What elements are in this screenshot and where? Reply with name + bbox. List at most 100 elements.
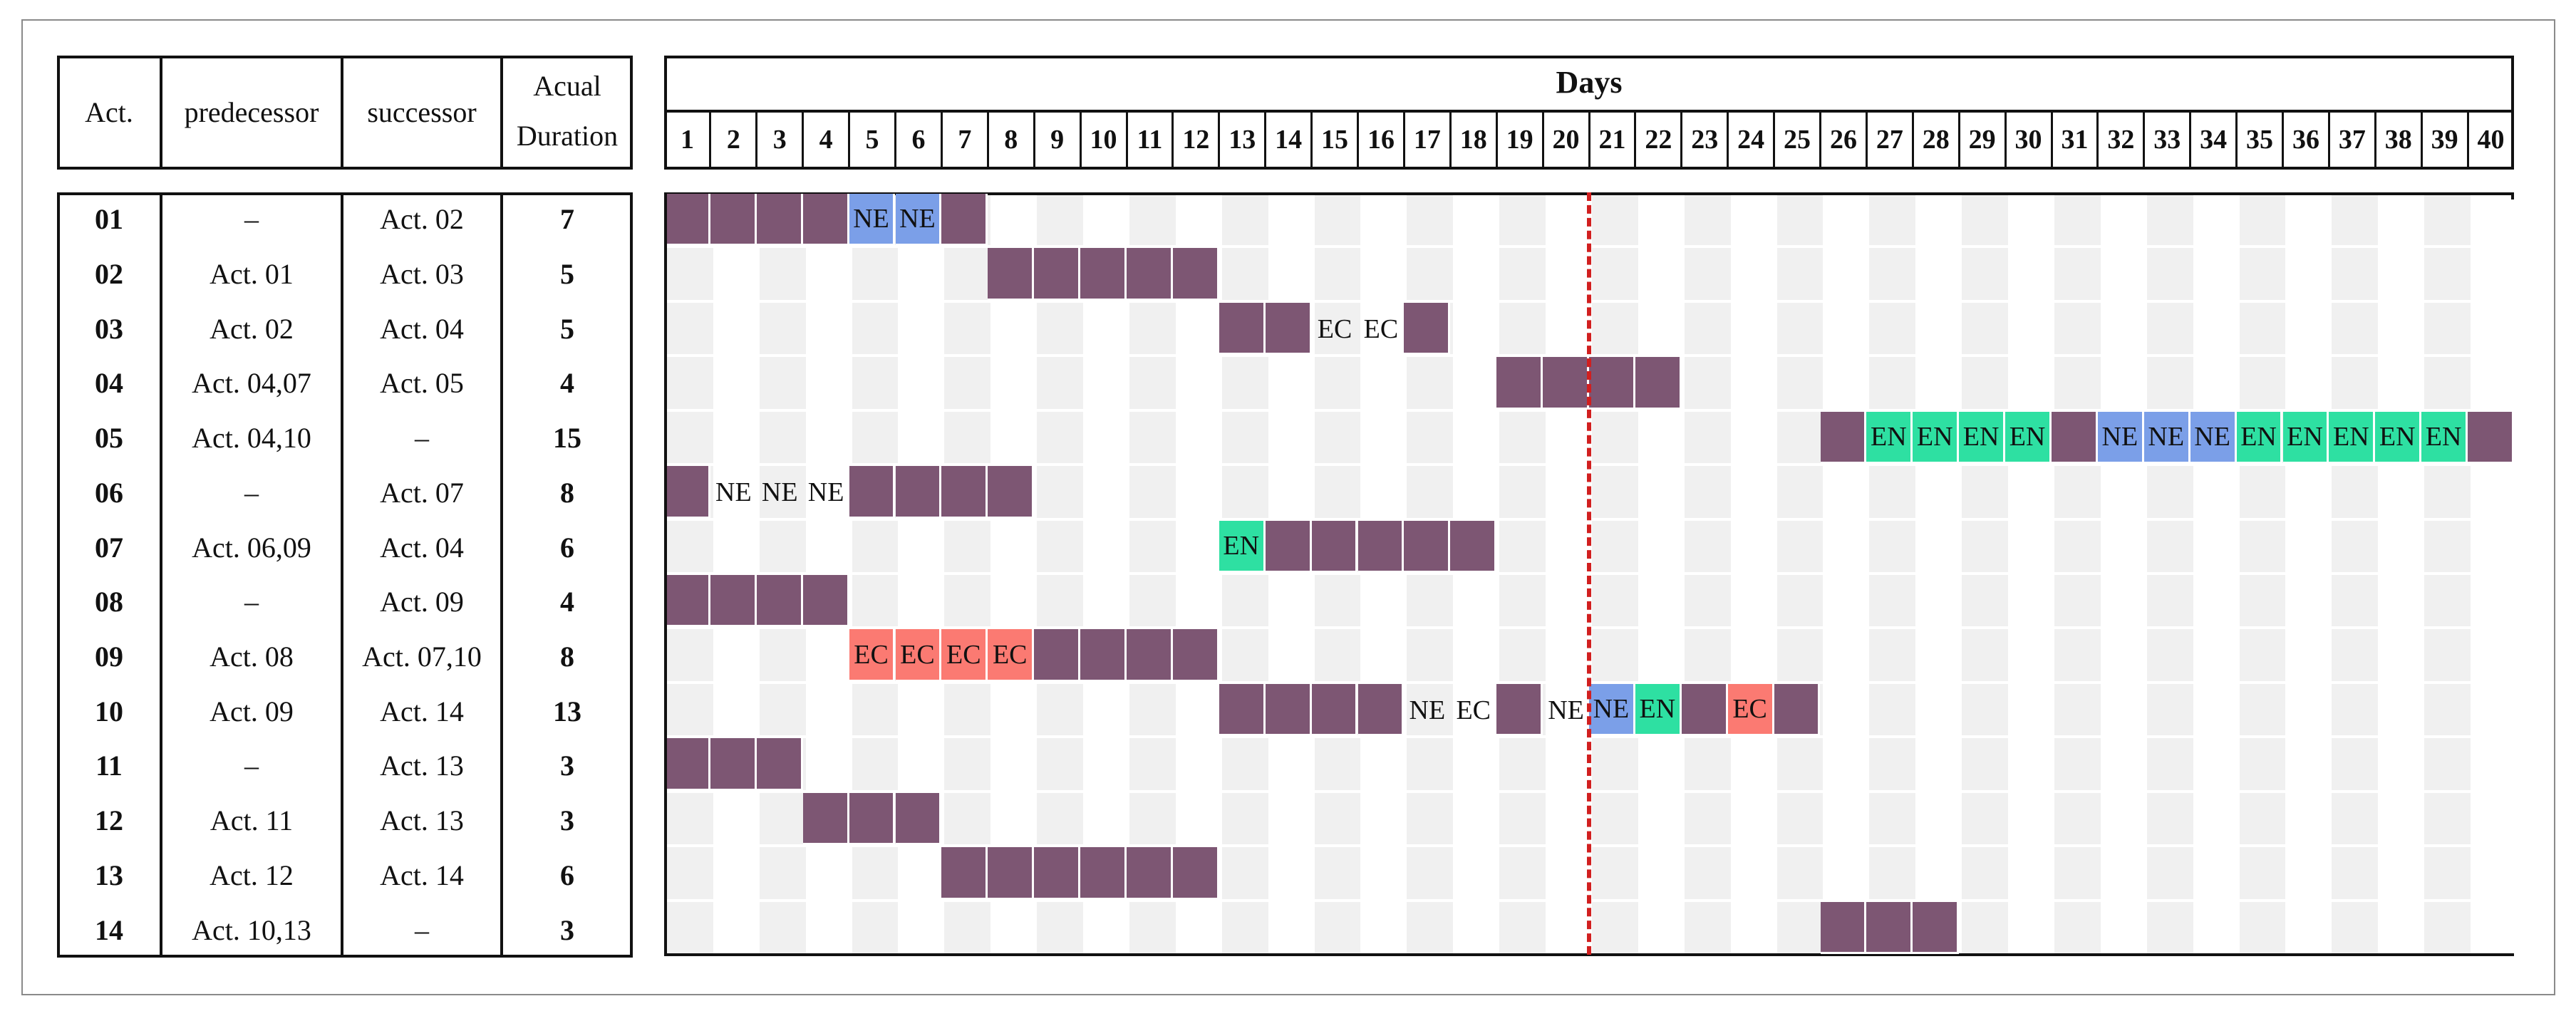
work-bar [1404, 302, 1451, 356]
activity-successor: – [415, 422, 429, 455]
day-number: 14 [1275, 125, 1303, 155]
activity-predecessor: Act. 04,07 [192, 367, 311, 400]
activity-duration: 4 [560, 367, 574, 400]
day-divider [1727, 110, 1729, 170]
activity-predecessor: – [244, 750, 259, 782]
day-divider [1079, 110, 1082, 170]
work-bar [988, 248, 1035, 301]
activity-predecessor: Act. 01 [210, 258, 294, 291]
work-bar [756, 194, 803, 247]
activity-predecessor: – [244, 586, 259, 618]
activity-predecessor: Act. 12 [210, 859, 294, 891]
activity-successor: Act. 14 [380, 859, 464, 891]
work-bar [802, 194, 849, 247]
day-number: 24 [1737, 125, 1765, 155]
day-number: 17 [1413, 125, 1441, 155]
day-number: 37 [2338, 125, 2366, 155]
activity-successor: Act. 04 [380, 312, 464, 345]
activity-duration: 6 [560, 531, 574, 564]
status-cell-en: EN [2282, 411, 2329, 465]
activity-predecessor: Act. 02 [210, 312, 294, 345]
work-bar [1172, 847, 1219, 900]
activity-predecessor: Act. 06,09 [192, 531, 311, 564]
day-divider [1773, 110, 1776, 170]
work-bar [667, 194, 710, 247]
act-header: Act. [85, 96, 133, 128]
activity-successor: Act. 03 [380, 258, 464, 291]
day-divider [1218, 110, 1221, 170]
activity-successor: Act. 04 [380, 531, 464, 564]
day-divider [2235, 110, 2238, 170]
work-bar [1219, 302, 1266, 356]
activity-id: 08 [95, 586, 123, 618]
activity-id: 05 [95, 422, 123, 455]
activity-duration: 7 [560, 203, 574, 236]
work-bar [1034, 629, 1081, 682]
day-divider [1865, 110, 1868, 170]
cell-label: NE [1409, 695, 1446, 725]
day-divider [2327, 110, 2330, 170]
work-bar [1543, 357, 1589, 410]
activity-duration: 15 [553, 422, 581, 455]
work-bar [667, 575, 710, 628]
cell-label: NE [761, 477, 798, 507]
day-number: 18 [1459, 125, 1487, 155]
day-divider [986, 110, 989, 170]
activity-successor: Act. 05 [380, 367, 464, 400]
day-number: 36 [2292, 125, 2319, 155]
successor-header: successor [367, 96, 477, 128]
status-cell-en: EN [2421, 411, 2468, 465]
activity-successor: Act. 14 [380, 695, 464, 727]
day-divider [1033, 110, 1035, 170]
activity-predecessor: Act. 04,10 [192, 422, 311, 455]
day-number: 15 [1321, 125, 1349, 155]
cell-label: EC [1363, 313, 1399, 344]
table-column-divider [500, 192, 503, 958]
day-divider [1911, 110, 1914, 170]
work-bar [667, 466, 710, 519]
cell-label: EC [1456, 695, 1491, 725]
status-cell-ec_red: EC [941, 629, 988, 682]
day-divider [1588, 110, 1590, 170]
day-number: 39 [2431, 125, 2458, 155]
day-divider [2466, 110, 2469, 170]
activity-id: 06 [95, 476, 123, 509]
work-bar [1265, 302, 1312, 356]
day-divider [1634, 110, 1637, 170]
activity-successor: Act. 07,10 [362, 641, 482, 673]
day-number: 10 [1090, 125, 1117, 155]
work-bar [710, 738, 757, 791]
table-column-divider [341, 192, 343, 958]
day-divider [802, 110, 805, 170]
day-divider [2096, 110, 2099, 170]
work-bar [1681, 683, 1728, 737]
day-number: 11 [1137, 125, 1163, 155]
work-bar [1404, 520, 1451, 573]
header-column-divider [341, 56, 343, 170]
day-number: 21 [1598, 125, 1626, 155]
work-bar [1635, 357, 1682, 410]
day-number: 34 [2200, 125, 2228, 155]
work-bar [988, 466, 1035, 519]
day-divider [1125, 110, 1128, 170]
day-number: 40 [2477, 125, 2505, 155]
activity-successor: Act. 09 [380, 586, 464, 618]
activity-predecessor: – [244, 476, 259, 509]
day-divider [1819, 110, 1821, 170]
work-bar [1774, 683, 1821, 737]
day-divider [2420, 110, 2423, 170]
day-divider [1495, 110, 1498, 170]
work-bar [710, 194, 757, 247]
work-bar [756, 738, 803, 791]
activity-id: 01 [95, 203, 123, 236]
activity-id: 07 [95, 531, 123, 564]
activity-duration: 6 [560, 859, 574, 891]
cell-label: NE [1548, 695, 1584, 725]
day-number: 32 [2107, 125, 2135, 155]
activity-successor: – [415, 913, 429, 946]
work-bar [941, 194, 988, 247]
day-divider [2189, 110, 2192, 170]
cell-label: NE [807, 477, 844, 507]
status-cell-ne_blue: NE [1589, 683, 1635, 737]
day-divider [1402, 110, 1405, 170]
